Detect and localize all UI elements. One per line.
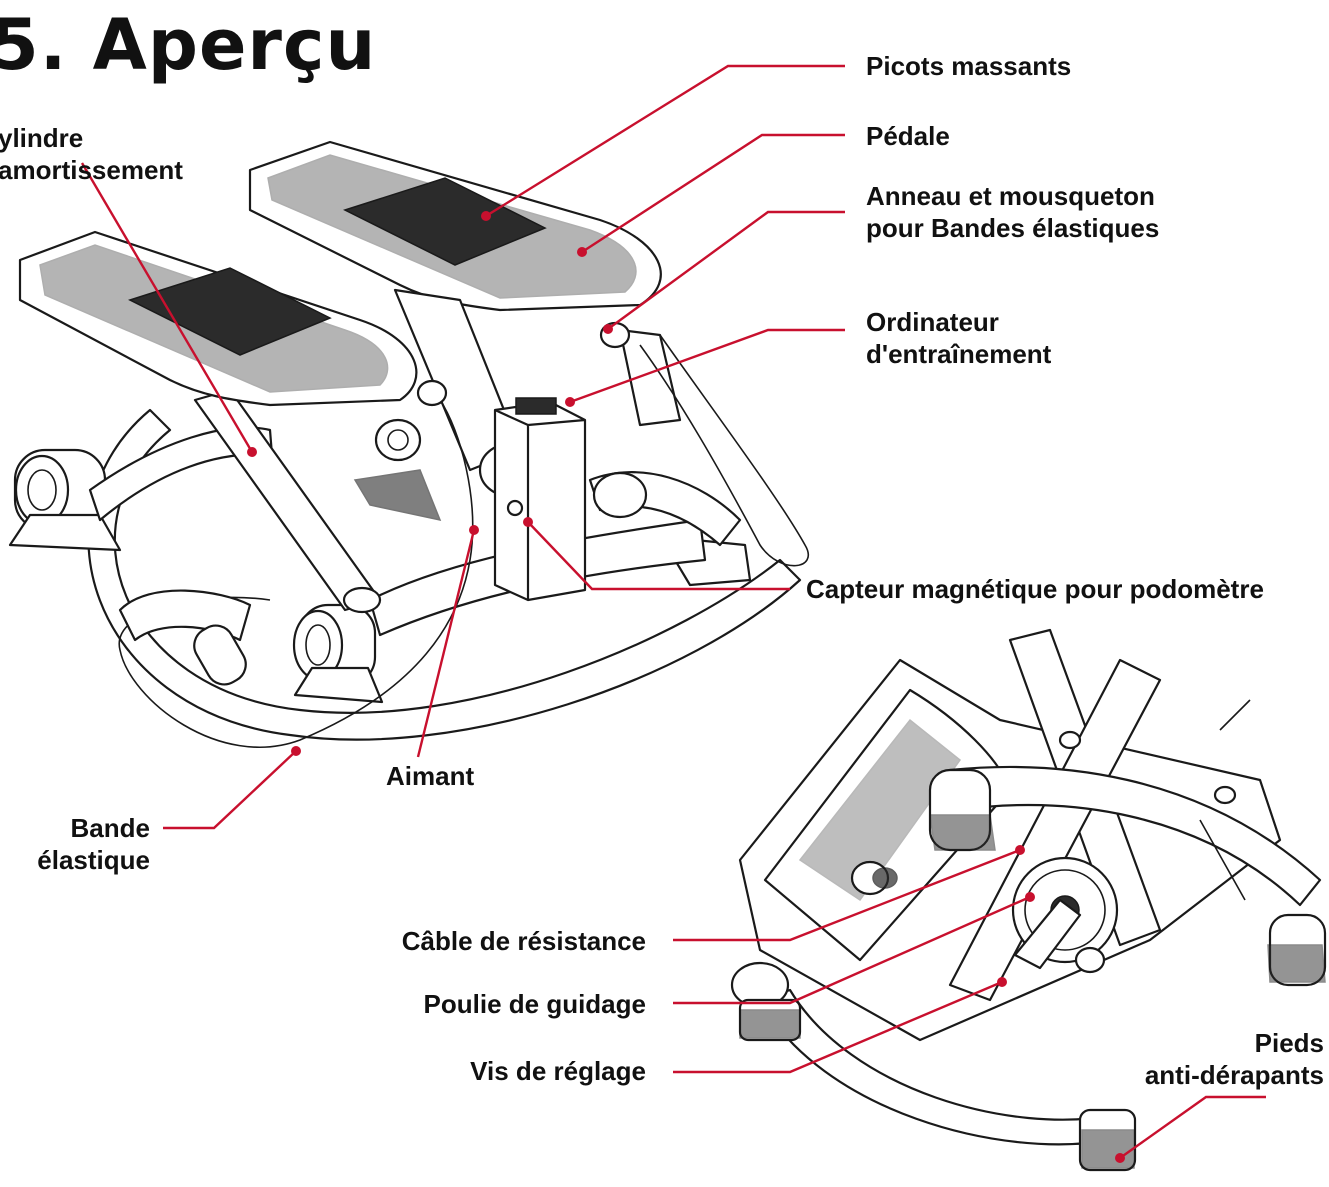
damping-cylinder: [193, 388, 382, 612]
label-pedal: Pédale: [866, 121, 950, 151]
label-adjustment-screw: Vis de réglage: [470, 1056, 646, 1086]
page-title: 5. Aperçu: [0, 4, 377, 86]
training-computer: [493, 400, 587, 602]
label-resistance-cable: Câble de résistance: [401, 926, 646, 956]
label-magnetic-sensor: Capteur magnétique pour podomètre: [806, 574, 1264, 604]
label-anti-slip-feet: Pieds anti-dérapants: [1144, 1028, 1324, 1090]
label-elastic-band: Bande élastique: [37, 813, 150, 875]
label-damping-cylinder: ylindre amortissement: [0, 123, 183, 185]
label-training-computer: Ordinateur d'entraînement: [866, 307, 1052, 369]
label-massage-picots: Picots massants: [866, 51, 1072, 81]
base-frame: [87, 408, 802, 741]
label-magnet: Aimant: [386, 761, 475, 791]
underside-view: [730, 628, 1327, 1172]
main-stepper: [8, 140, 809, 748]
label-guide-pulley: Poulie de guidage: [423, 989, 646, 1019]
leader-lines: [80, 64, 1266, 1163]
label-ring-carabiner: Anneau et mousqueton pour Bandes élastiq…: [866, 181, 1160, 243]
